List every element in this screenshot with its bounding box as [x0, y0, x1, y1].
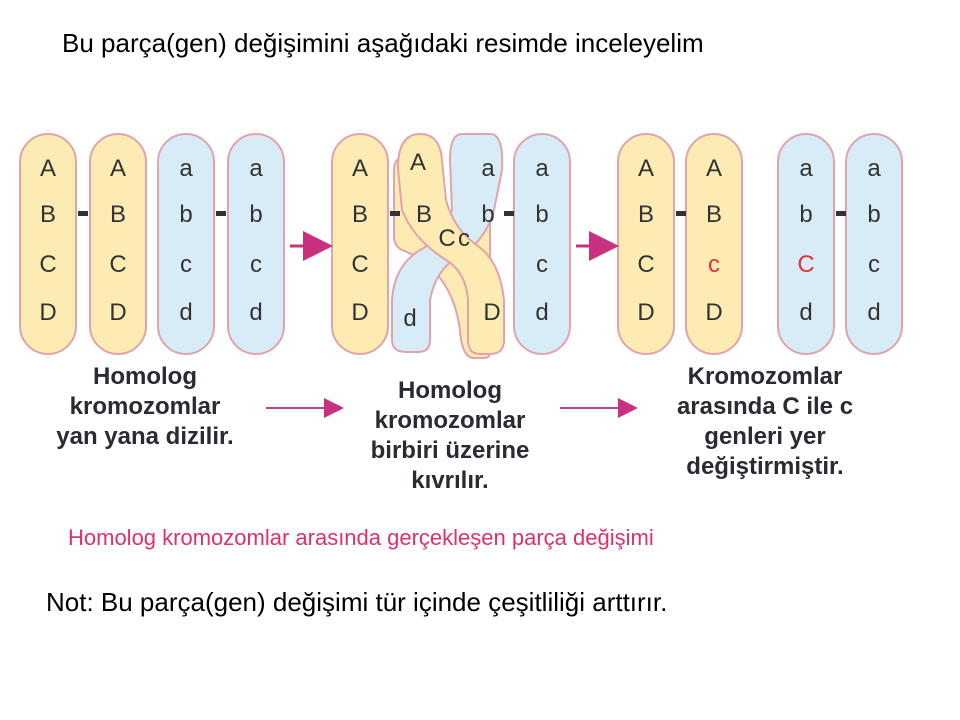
chromosome-2-2-upper [396, 132, 505, 355]
centromere-1a [78, 211, 88, 216]
centromere-3b [836, 211, 846, 216]
gene-label: c [708, 251, 720, 278]
gene-label: B [110, 201, 126, 228]
gene-label: D [705, 299, 722, 326]
centromere-3a [676, 211, 686, 216]
centromere-1b [216, 211, 226, 216]
gene-label: b [799, 201, 812, 228]
gene-label: C [39, 251, 56, 278]
gene-label: a [481, 155, 495, 182]
gene-label: A [706, 155, 722, 182]
gene-label: a [867, 155, 881, 182]
gene-label: C [109, 251, 126, 278]
stage-1-chromosomes [19, 133, 285, 355]
gene-label: D [39, 299, 56, 326]
gene-label: B [40, 201, 56, 228]
gene-label: C [797, 251, 814, 278]
diagram-caption: Homolog kromozomlar arasında gerçekleşen… [68, 525, 654, 550]
gene-label: c [458, 225, 470, 252]
gene-label: c [250, 251, 262, 278]
stage-2-chromosomes [331, 132, 571, 359]
gene-labels: ABCDABCDabcdabcdABCDABCDabcdabcdABCDABcD… [39, 149, 881, 332]
gene-label: A [638, 155, 654, 182]
stage-3-chromosomes [617, 133, 903, 355]
gene-label: b [179, 201, 192, 228]
chromosome-3-2 [685, 133, 743, 355]
stage-3-caption-line-4: değiştirmiştir. [686, 453, 844, 480]
gene-label: a [249, 155, 263, 182]
gene-label: b [249, 201, 262, 228]
chromosome-1-2 [89, 133, 147, 355]
gene-label: B [416, 201, 432, 228]
gene-label: A [410, 149, 426, 176]
gene-label: d [179, 299, 192, 326]
stage-1-caption: Homolog kromozomlar yan yana dizilir. [40, 362, 250, 452]
gene-label: d [867, 299, 880, 326]
gene-label: B [638, 201, 654, 228]
stage-2-caption-line-3: birbiri üzerine [370, 437, 530, 464]
stage-2-caption-line-4: kıvrılır. [411, 467, 489, 494]
chromosome-1-1 [19, 133, 77, 355]
stage-2-caption-line-1: Homolog [398, 377, 502, 404]
gene-label: C [438, 225, 455, 252]
gene-label: C [351, 251, 368, 278]
gene-label: b [867, 201, 880, 228]
chromosome-1-3 [157, 133, 215, 355]
gene-label: a [535, 155, 549, 182]
gene-label: b [535, 201, 548, 228]
gene-label: D [109, 299, 126, 326]
chromosome-3-4 [845, 133, 903, 355]
gene-label: c [536, 251, 548, 278]
gene-label: a [799, 155, 813, 182]
gene-label: d [799, 299, 812, 326]
gene-label: a [179, 155, 193, 182]
stage-3-caption-line-2: arasında C ile c [676, 393, 854, 420]
chromosome-3-3 [777, 133, 835, 355]
stage-2-caption: Homolog kromozomlar birbiri üzerine kıvr… [345, 376, 555, 496]
stage-1-caption-line-2: kromozomlar [69, 393, 221, 420]
gene-label: A [40, 155, 56, 182]
gene-label: c [868, 251, 880, 278]
gene-label: D [483, 299, 500, 326]
chromosome-1-4 [227, 133, 285, 355]
stage-3-caption-line-1: Kromozomlar [687, 363, 843, 390]
gene-label: D [637, 299, 654, 326]
stage-3-caption-line-3: genleri yer [704, 423, 826, 450]
gene-label: A [352, 155, 368, 182]
gene-label: d [403, 305, 416, 332]
centromere-2a [390, 211, 400, 216]
gene-label: c [180, 251, 192, 278]
page-title: Bu parça(gen) değişimini aşağıdaki resim… [62, 28, 704, 58]
caption-band [60, 518, 870, 558]
gene-label: d [249, 299, 262, 326]
note-text: Not: Bu parça(gen) değişimi tür içinde ç… [46, 587, 668, 617]
chromosome-2-4 [513, 133, 571, 355]
stage-2-caption-line-2: kromozomlar [374, 407, 526, 434]
gene-label: B [706, 201, 722, 228]
gene-label: B [352, 201, 368, 228]
stage-1-caption-line-3: yan yana dizilir. [56, 423, 234, 450]
gene-label: D [351, 299, 368, 326]
centromere-2b [504, 211, 514, 216]
stage-3-caption: Kromozomlar arasında C ile c genleri yer… [650, 362, 880, 482]
gene-label: A [110, 155, 126, 182]
gene-label: b [481, 201, 494, 228]
gene-label: C [637, 251, 654, 278]
stage-1-caption-line-1: Homolog [93, 363, 197, 390]
gene-label: d [535, 299, 548, 326]
